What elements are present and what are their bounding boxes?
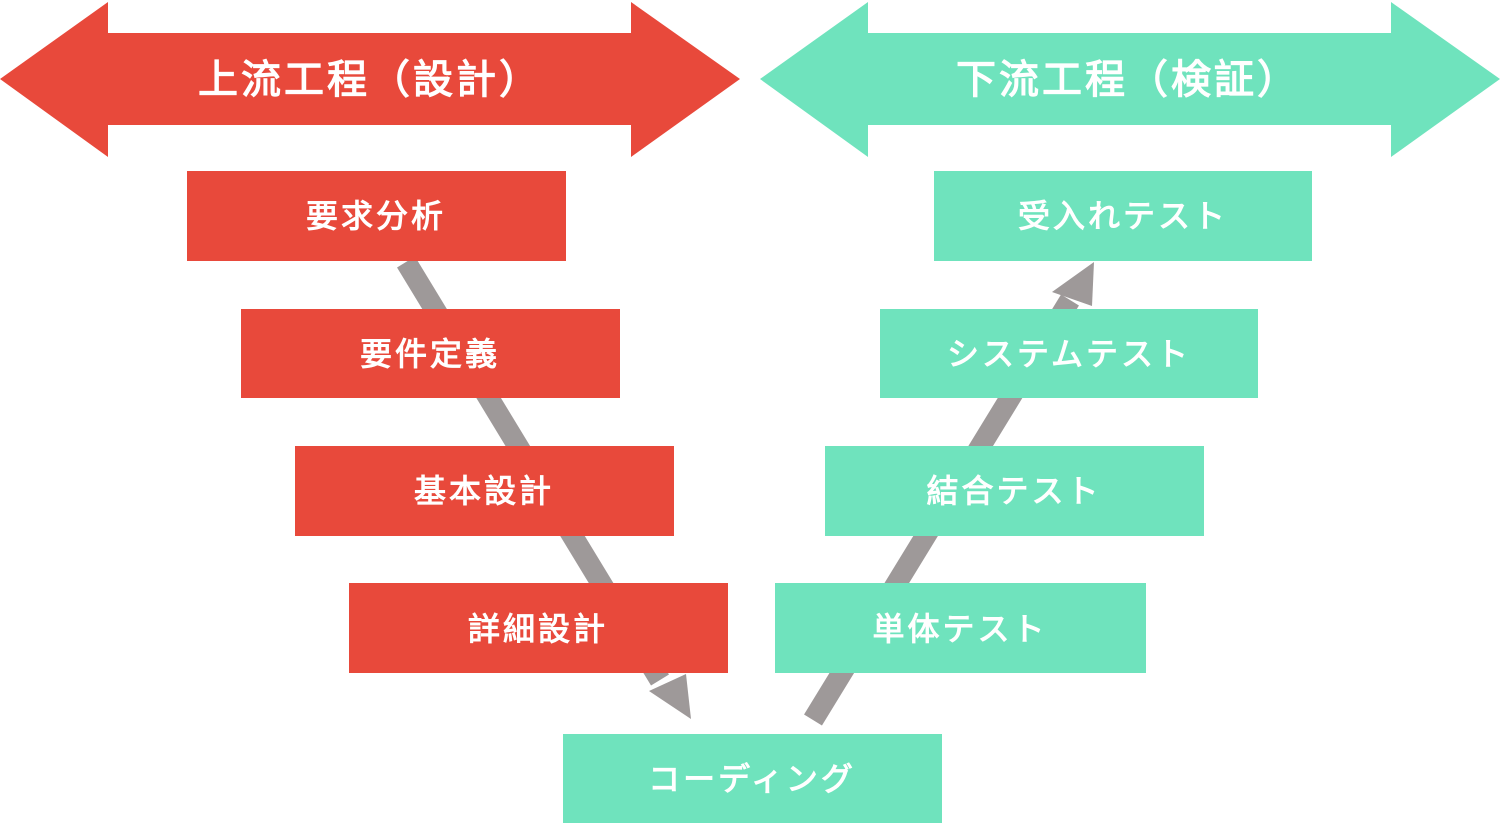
step-box [295,446,674,536]
step-acceptance-test: 受入れテスト [934,171,1312,261]
ascending-arrowhead [1052,262,1094,306]
downstream-header: 下流工程（検証） [760,2,1500,157]
step-requirements-analysis: 要求分析 [187,171,566,261]
step-box [880,309,1258,398]
step-box [349,583,728,673]
upstream-double-arrow [0,2,740,157]
step-box [934,171,1312,261]
upstream-header-label: 上流工程（設計） [198,57,542,103]
step-box [825,446,1204,536]
step-box [241,309,620,398]
step-box [187,171,566,261]
step-label: 基本設計 [414,472,554,510]
step-label: コーディング [648,760,856,798]
step-box [775,583,1146,673]
step-requirements-definition: 要件定義 [241,309,620,398]
descending-arrowhead [649,674,691,719]
step-coding: コーディング [563,734,942,823]
step-basic-design: 基本設計 [295,446,674,536]
step-system-test: システムテスト [880,309,1258,398]
step-detailed-design: 詳細設計 [349,583,728,673]
step-label: 要求分析 [306,197,446,235]
downstream-header-label: 下流工程（検証） [956,57,1300,103]
step-label: 受入れテスト [1018,197,1228,235]
step-label: 結合テスト [926,472,1101,510]
step-label: システムテスト [947,335,1191,373]
step-box [563,734,942,823]
downstream-double-arrow [760,2,1500,157]
upstream-header: 上流工程（設計） [0,2,740,157]
step-label: 単体テスト [872,610,1047,648]
step-integration-test: 結合テスト [825,446,1204,536]
step-label: 要件定義 [360,335,500,373]
step-unit-test: 単体テスト [775,583,1146,673]
step-label: 詳細設計 [468,610,608,648]
